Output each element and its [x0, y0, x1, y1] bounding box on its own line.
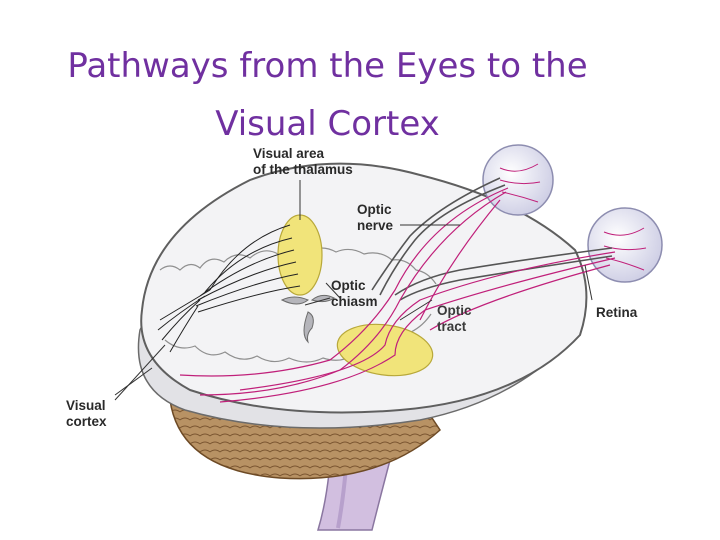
- title-line-1: Pathways from the Eyes to the: [67, 45, 588, 86]
- left-eye: [482, 144, 554, 216]
- label-optic-tract: Optic tract: [437, 303, 472, 334]
- optic-tract-nucleus: [336, 323, 434, 377]
- brain-slice: [137, 162, 588, 429]
- slide-title: Pathways from the Eyes to the Visual Cor…: [0, 37, 655, 153]
- label-retina: Retina: [596, 305, 638, 320]
- label-optic-nerve: Optic nerve: [357, 202, 394, 233]
- label-visual-cortex: Visual cortex: [66, 398, 107, 429]
- right-eye: [587, 207, 663, 283]
- visual-pathway-fibers: [179, 187, 616, 403]
- label-leader-lines: [114, 180, 593, 401]
- thalamic-radiation: [157, 224, 301, 353]
- title-line-2: Visual Cortex: [215, 103, 440, 144]
- label-optic-chiasm: Optic chiasm: [331, 278, 378, 309]
- optic-nerves: [371, 177, 613, 301]
- label-visual-area-thalamus: Visual area of the thalamus: [253, 146, 353, 177]
